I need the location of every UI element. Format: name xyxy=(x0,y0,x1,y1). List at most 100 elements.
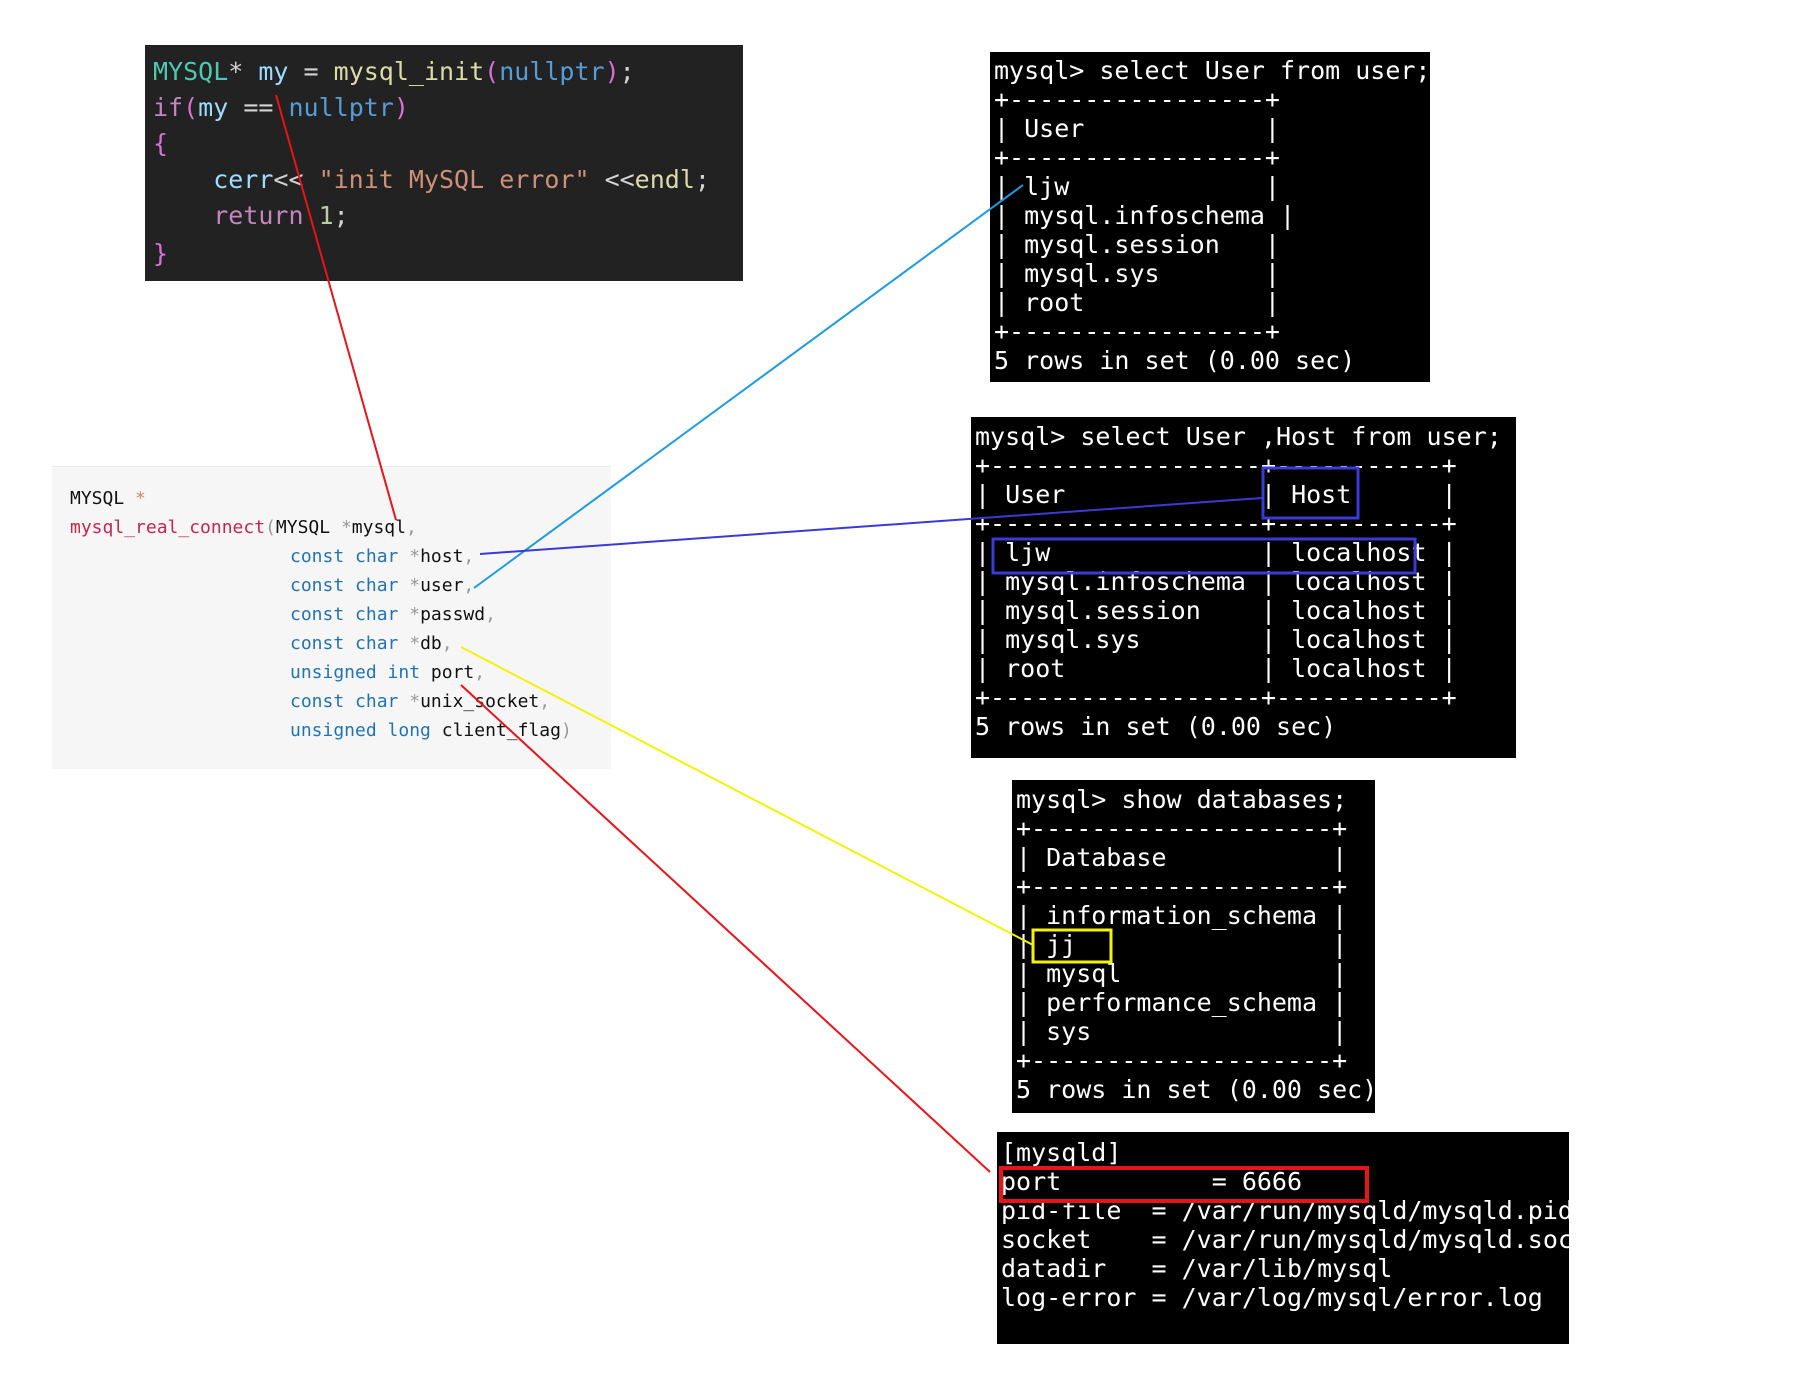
param-type: unsigned int xyxy=(290,662,421,683)
param-separator: , xyxy=(463,546,475,567)
code-token: nullptr xyxy=(499,57,605,86)
terminal-line: +------------------+-----------+ xyxy=(975,683,1457,712)
function-name: mysql_real_connect xyxy=(70,517,266,538)
terminal-line: +-----------------+ xyxy=(994,85,1280,114)
terminal-line: mysql> select User from user; xyxy=(994,56,1431,85)
code-token: == xyxy=(228,93,289,122)
param-type: const char xyxy=(290,604,399,625)
code-token: ; xyxy=(619,57,635,86)
terminal-line: +-----------------+ xyxy=(994,143,1280,172)
param-line: const char *user, xyxy=(290,574,474,598)
param-separator: , xyxy=(441,633,453,654)
terminal-line: | User | xyxy=(994,114,1280,143)
param-name-client-flag: client_flag xyxy=(441,720,561,741)
param-star: * xyxy=(398,691,421,712)
code-token: << xyxy=(273,165,319,194)
terminal-line: | ljw | localhost | xyxy=(975,538,1457,567)
param-separator: , xyxy=(539,691,551,712)
terminal-line: log-error = /var/log/mysql/error.log xyxy=(1001,1283,1543,1312)
terminal-show-databases: mysql> show databases;+-----------------… xyxy=(1012,780,1378,1113)
param-separator: , xyxy=(474,662,486,683)
code-token: cerr xyxy=(153,165,274,194)
code-line: { xyxy=(153,129,168,159)
code-token: * xyxy=(228,57,259,86)
terminal-line: | jj | xyxy=(1016,930,1348,959)
param-line: const char *db, xyxy=(290,632,453,656)
terminal-line: | ljw | xyxy=(994,172,1280,201)
terminal-line: 5 rows in set (0.00 sec) xyxy=(994,346,1356,375)
code-token: my xyxy=(258,57,289,86)
return-type: MYSQL xyxy=(70,488,125,509)
code-token: ; xyxy=(694,165,710,194)
function-signature-block: MYSQL * mysql_real_connect(MYSQL *mysql,… xyxy=(52,466,611,769)
terminal-select-user-host: mysql> select User ,Host from user; +----… xyxy=(971,417,1516,758)
code-token: 1 xyxy=(318,201,334,230)
terminal-line: 5 rows in set (0.00 sec) xyxy=(1016,1075,1378,1104)
code-token: ; xyxy=(333,201,349,230)
param-name-user: user xyxy=(420,575,464,596)
code-token: = xyxy=(288,57,334,86)
function-name-line: mysql_real_connect(MYSQL *mysql, xyxy=(70,517,417,538)
param-type: const char xyxy=(290,575,399,596)
terminal-line: | root | xyxy=(994,288,1280,317)
terminal-line: | performance_schema | xyxy=(1016,988,1348,1017)
param-separator: , xyxy=(463,575,475,596)
code-token: ( xyxy=(484,57,500,86)
terminal-line: | mysql.session | xyxy=(994,230,1280,259)
code-token: endl xyxy=(634,165,695,194)
terminal-line: | sys | xyxy=(1016,1017,1348,1046)
param-type: const char xyxy=(290,546,399,567)
terminal-line: 5 rows in set (0.00 sec) xyxy=(975,712,1337,741)
code-token: mysql_init xyxy=(333,57,485,86)
code-token: return xyxy=(153,201,319,230)
param-star: * xyxy=(398,546,421,567)
param-star: * xyxy=(398,633,421,654)
terminal-line: | mysql.infoschema | localhost | xyxy=(975,567,1457,596)
param-name-port: port xyxy=(430,662,475,683)
code-line: cerr<< "init MySQL error" <<endl; xyxy=(153,165,710,195)
terminal-line: +--------------------+ xyxy=(1016,1046,1348,1075)
param-separator: ) xyxy=(560,720,572,741)
param-line: const char *unix_socket, xyxy=(290,690,550,714)
param-star xyxy=(420,662,431,683)
return-type-line: MYSQL * xyxy=(70,487,146,511)
code-token: if xyxy=(153,93,184,122)
code-token: ( xyxy=(183,93,199,122)
code-token: MYSQL xyxy=(153,57,229,86)
code-token: ) xyxy=(604,57,620,86)
code-token: "init MySQL error" xyxy=(318,165,590,194)
param-type: unsigned long xyxy=(290,720,431,741)
param-name-passwd: passwd xyxy=(420,604,486,625)
param-separator: , xyxy=(485,604,496,625)
code-line: MYSQL* my = mysql_init(nullptr); xyxy=(153,57,635,87)
terminal-line: | mysql.session | localhost | xyxy=(975,596,1457,625)
terminal-line: +--------------------+ xyxy=(1016,872,1348,901)
param-name-db: db xyxy=(420,633,442,654)
terminal-line: pid-file = /var/run/mysqld/mysqld.pid xyxy=(1001,1196,1573,1225)
code-line: } xyxy=(153,239,168,269)
param-name-host: host xyxy=(420,546,464,567)
terminal-line: port = 6666 xyxy=(1001,1167,1303,1196)
param-type: const char xyxy=(290,691,399,712)
code-token: << xyxy=(589,165,635,194)
param-line: unsigned int port, xyxy=(290,661,485,685)
terminal-line: | User | Host | xyxy=(975,480,1457,509)
terminal-line: | mysql.infoschema | xyxy=(994,201,1296,230)
param-type: MYSQL xyxy=(275,517,331,538)
code-token: } xyxy=(153,239,169,268)
terminal-line: +--------------------+ xyxy=(1016,814,1348,843)
terminal-select-user: mysql> select User from user;+----------… xyxy=(990,52,1431,382)
param-line: const char *host, xyxy=(290,545,474,569)
terminal-line: | mysql.sys | localhost | xyxy=(975,625,1457,654)
terminal-line: | mysql | xyxy=(1016,959,1348,988)
terminal-line: +-----------------+ xyxy=(994,317,1280,346)
param-star: * xyxy=(398,575,421,596)
param-star: * xyxy=(398,604,421,625)
param-name-unix-socket: unix_socket xyxy=(420,691,540,712)
terminal-line: mysql> select User ,Host from user; xyxy=(975,422,1502,451)
code-token: { xyxy=(153,129,169,158)
terminal-line: [mysqld] xyxy=(1001,1138,1122,1167)
terminal-line: | root | localhost | xyxy=(975,654,1457,683)
param-type: const char xyxy=(290,633,399,654)
